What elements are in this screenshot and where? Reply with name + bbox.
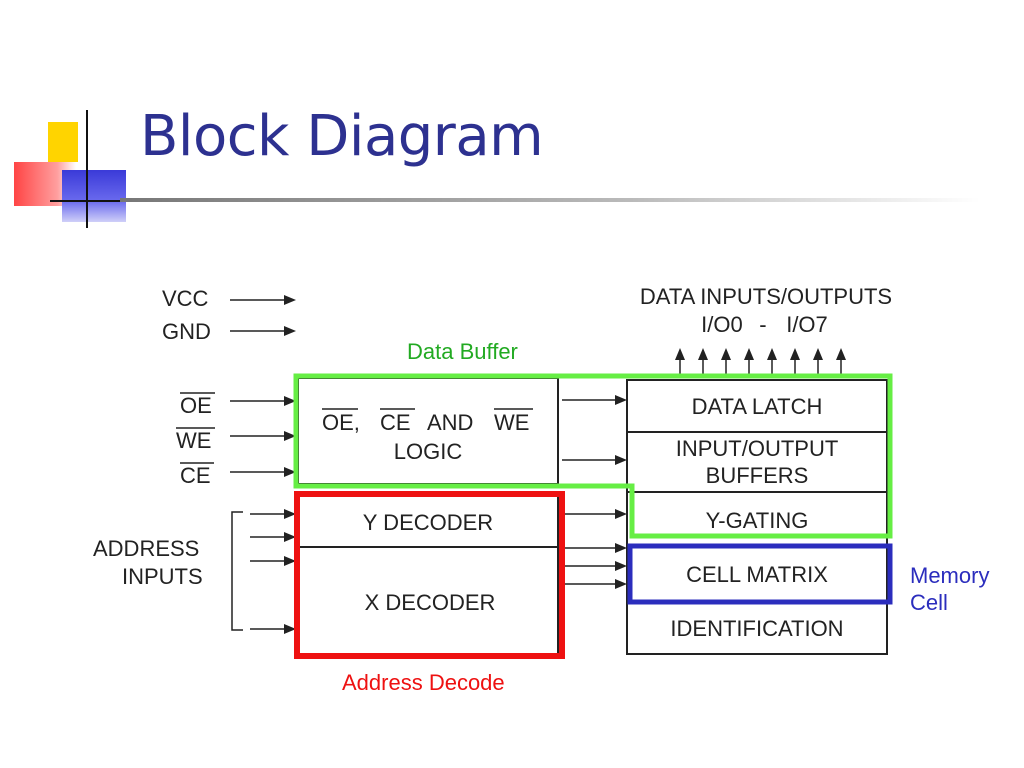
ydecoder-to-ygating-arrowhead [615, 509, 627, 519]
logic-we-text: WE [494, 410, 529, 435]
we-input-label: WE [176, 428, 211, 453]
vcc-arrowhead [284, 295, 296, 305]
logo-vertical-line [86, 110, 88, 228]
io-arrowhead-6 [813, 348, 823, 360]
data-io-io7: I/O7 [786, 312, 828, 337]
xdecoder-to-matrix-arrowhead-2 [615, 561, 627, 571]
data-latch-block [626, 379, 888, 433]
ce-input-label: CE [180, 463, 211, 488]
address-arrowhead-2 [284, 532, 296, 542]
data-io-arrows [675, 348, 846, 374]
oe-arrowhead [284, 396, 296, 406]
address-arrowhead-3 [284, 556, 296, 566]
io-buffers-label-line1: INPUT/OUTPUT [676, 436, 839, 461]
logic-ce-text: CE [380, 410, 411, 435]
gnd-label: GND [162, 319, 211, 344]
io-arrowhead-3 [744, 348, 754, 360]
data-io-label-line2: I/O0 - I/O7 [701, 312, 828, 337]
cell-matrix-label: CELL MATRIX [686, 562, 828, 587]
data-io-dash: - [759, 312, 766, 337]
io-arrowhead-4 [767, 348, 777, 360]
logic-oe-text: OE [322, 410, 354, 435]
identification-label: IDENTIFICATION [670, 616, 843, 641]
address-decode-outline [294, 491, 565, 659]
logic-to-buffers-arrowhead [615, 455, 627, 465]
logic-and-text: AND [427, 410, 473, 435]
logic-block-label-line2: LOGIC [394, 439, 463, 464]
title-logo-graphic [0, 100, 140, 240]
logic-block-label-line1: OE, CE AND WE [322, 410, 529, 435]
data-io-label-line1: DATA INPUTS/OUTPUTS [640, 284, 892, 309]
address-arrowhead-4 [284, 624, 296, 634]
y-gating-label: Y-GATING [706, 508, 809, 533]
cell-matrix-block [626, 545, 888, 603]
address-bracket [231, 511, 243, 631]
vcc-label: VCC [162, 286, 209, 311]
decoder-block [297, 495, 559, 655]
memory-cell-annotation-line1: Memory [910, 563, 989, 588]
logic-to-latch-arrowhead [615, 395, 627, 405]
io-arrowhead-1 [698, 348, 708, 360]
logo-blue-square [62, 170, 126, 222]
address-decode-annotation: Address Decode [342, 670, 505, 695]
data-buffer-annotation: Data Buffer [407, 339, 518, 364]
address-inputs-label-line1: ADDRESS [93, 536, 199, 561]
io-arrowhead-5 [790, 348, 800, 360]
memory-cell-annotation-line2: Cell [910, 590, 948, 615]
oe-input-label: OE [180, 393, 212, 418]
ce-arrowhead [284, 467, 296, 477]
xdecoder-to-matrix-arrowhead-3 [615, 579, 627, 589]
x-decoder-label: X DECODER [365, 590, 496, 615]
page-title: Block Diagram [140, 104, 544, 169]
y-decoder-label: Y DECODER [363, 510, 493, 535]
logo-yellow-square [48, 122, 78, 162]
address-inputs-label-line2: INPUTS [122, 564, 203, 589]
io-arrowhead-7 [836, 348, 846, 360]
io-buffers-label-line2: BUFFERS [706, 463, 809, 488]
io-arrowhead-0 [675, 348, 685, 360]
address-arrowhead-1 [284, 509, 296, 519]
memory-cell-outline [627, 543, 893, 605]
io-arrowhead-2 [721, 348, 731, 360]
xdecoder-to-matrix-arrowhead-1 [615, 543, 627, 553]
we-arrowhead [284, 431, 296, 441]
io-buffers-block [626, 431, 888, 493]
title-underline [120, 198, 980, 202]
data-latch-label: DATA LATCH [692, 394, 823, 419]
data-buffer-outline [293, 373, 893, 539]
data-io-io0: I/O0 [701, 312, 743, 337]
logic-block [297, 377, 559, 485]
logo-horizontal-line [50, 200, 120, 202]
logic-comma: , [354, 410, 360, 435]
gnd-arrowhead [284, 326, 296, 336]
